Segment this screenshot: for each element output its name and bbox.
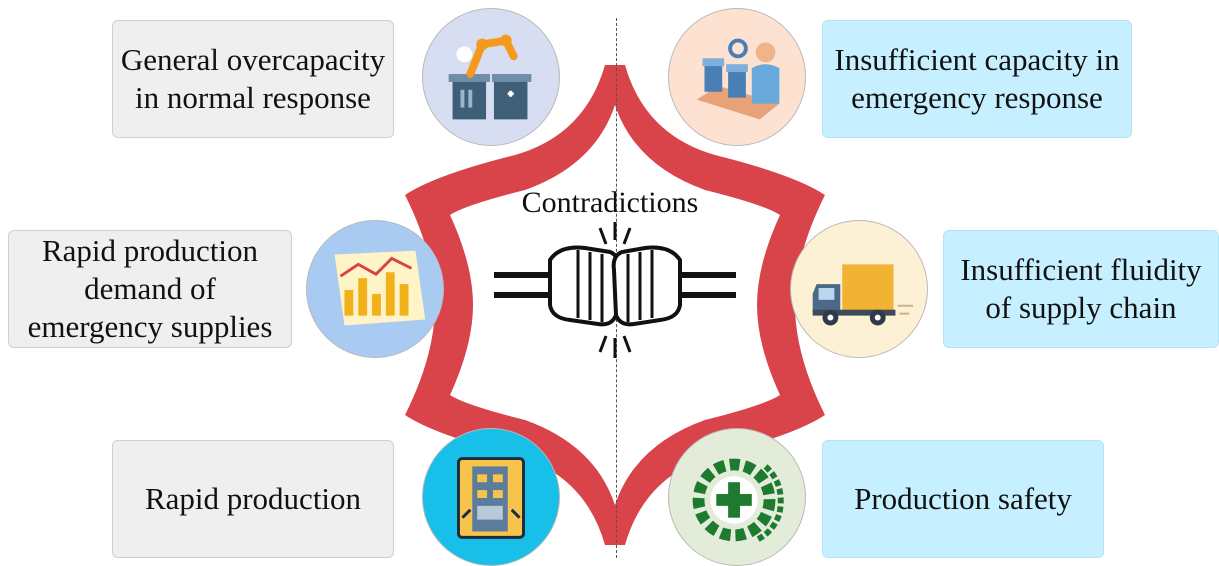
left-box-overcapacity: General overcapacity in normal response [112, 20, 394, 138]
left-box-text: Rapid production [144, 481, 362, 516]
right-box-insufficient-capacity: Insufficient capacity in emergency respo… [822, 20, 1132, 138]
right-box-text: Insufficient capacity in emergency respo… [834, 42, 1120, 115]
right-box-production-safety: Production safety [822, 440, 1104, 558]
factory-building-icon [422, 428, 560, 566]
delivery-truck-icon [790, 220, 928, 358]
right-box-text: Insufficient fluidity of supply chain [960, 252, 1202, 325]
fist-bump-icon [494, 222, 736, 358]
robot-arm-factory-icon [422, 8, 560, 146]
safety-cross-gear-icon [668, 428, 806, 566]
right-box-text: Production safety [854, 481, 1072, 516]
bar-chart-icon [306, 220, 444, 358]
left-box-rapid-demand: Rapid production demand of emergency sup… [8, 230, 292, 348]
left-box-rapid-production: Rapid production [112, 440, 394, 558]
left-box-text: Rapid production demand of emergency sup… [27, 233, 273, 344]
right-box-supply-chain: Insufficient fluidity of supply chain [943, 230, 1219, 348]
center-title: Contradictions [521, 186, 699, 219]
production-line-worker-icon [668, 8, 806, 146]
left-box-text: General overcapacity in normal response [120, 42, 386, 115]
